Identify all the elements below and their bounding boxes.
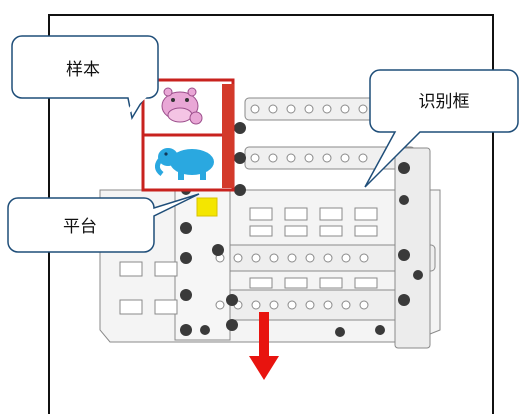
callout-sample: 样本 [11, 35, 159, 121]
beam-hole [233, 253, 243, 263]
beam-hole [340, 104, 350, 114]
beam-hole [322, 104, 332, 114]
beam-hole [250, 153, 260, 163]
beam-hole [268, 153, 278, 163]
callout-frame-label: 识别框 [419, 92, 470, 112]
beam-hole [341, 300, 351, 310]
beam-hole [322, 153, 332, 163]
beam-hole [323, 253, 333, 263]
platform-marker [196, 197, 218, 217]
hippo-icon [161, 87, 203, 125]
beam-hole [305, 300, 315, 310]
callout-platform: 平台 [7, 193, 200, 253]
beam-hole [358, 153, 368, 163]
beam-hole [305, 253, 315, 263]
beam-hole [340, 153, 350, 163]
base-structure [99, 97, 441, 349]
beam-holes [215, 104, 369, 310]
beam-hole [287, 253, 297, 263]
beam-hole [287, 300, 297, 310]
callout-sample-label: 样本 [66, 60, 100, 80]
beam-hole [250, 104, 260, 114]
beam-hole [358, 104, 368, 114]
down-arrow-icon [249, 312, 279, 380]
beam-hole [304, 104, 314, 114]
beam-hole [286, 104, 296, 114]
beam-hole [304, 153, 314, 163]
callout-frame: 识别框 [364, 69, 519, 188]
device-illustration: 样本 识别框 平台 [7, 35, 519, 380]
beam-hole [269, 300, 279, 310]
beam-hole [359, 300, 369, 310]
beam-hole [359, 253, 369, 263]
beam-hole [341, 253, 351, 263]
beam-hole [251, 253, 261, 263]
beam-hole [323, 300, 333, 310]
elephant-icon [154, 148, 214, 180]
beam-hole [215, 300, 225, 310]
beam-hole [268, 104, 278, 114]
callout-platform-label: 平台 [63, 217, 97, 237]
beam-hole [269, 253, 279, 263]
beam-hole [286, 153, 296, 163]
beam-hole [251, 300, 261, 310]
sample-cube [141, 78, 235, 192]
